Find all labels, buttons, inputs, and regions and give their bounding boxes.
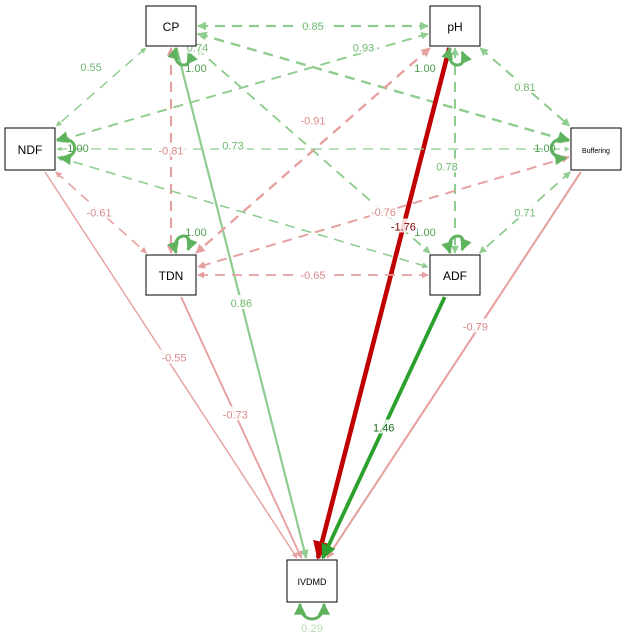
edge-label-cp-adf: 0.73 bbox=[222, 141, 243, 153]
variance-loop-ph bbox=[441, 46, 472, 67]
edge-label-ph-tdn: -0.91 bbox=[300, 116, 325, 128]
edge-buffering-ivdmd bbox=[326, 171, 582, 559]
edge-label-cp-tdn: -0.81 bbox=[158, 146, 183, 158]
edge-label-buffering-adf: 0.71 bbox=[514, 208, 535, 220]
edge-label-bg-tdn-adf bbox=[299, 267, 327, 281]
edge-label-bg-cp-buffering bbox=[349, 39, 378, 54]
edge-label-bg-cp-tdn bbox=[157, 142, 185, 157]
edge-label-bg-cp-ph bbox=[299, 18, 327, 32]
edge-label-bg-buffering-ivdmd bbox=[461, 318, 490, 333]
variance-layer: 1.00 1.00 1.00 1.00 1.00 1.00 0.29 bbox=[55, 46, 571, 635]
variance-loop-adf bbox=[441, 234, 472, 255]
variance-label-ivdmd: 0.29 bbox=[301, 623, 322, 635]
node-adf[interactable]: ADF bbox=[429, 254, 481, 296]
variance-loop-buffering bbox=[549, 131, 571, 166]
edge-label-tdn-ivdmd: -0.73 bbox=[223, 409, 248, 421]
edge-label-bg-cp-ivdmd bbox=[227, 295, 256, 309]
variance-label-ndf: 1.00 bbox=[67, 143, 88, 155]
edge-label-adf-ivdmd: 1.46 bbox=[373, 423, 394, 435]
edge-label-bg-ph-ivdmd bbox=[389, 218, 418, 233]
edge-label-cp-ndf: 0.55 bbox=[80, 62, 101, 74]
nodes-layer: CP pH NDF Buffering TDN ADF IVDMD bbox=[4, 5, 622, 603]
edge-labels-layer: 0.850.55-0.810.930.730.860.740.81-0.910.… bbox=[77, 18, 539, 435]
variance-label-tdn: 1.00 bbox=[185, 227, 206, 239]
edge-label-ph-ivdmd: -1.76 bbox=[391, 222, 416, 234]
edge-label-ph-buffering: 0.81 bbox=[514, 82, 535, 94]
edge-label-bg-buffering-tdn bbox=[369, 204, 398, 218]
edge-label-ndf-tdn: -0.61 bbox=[87, 208, 112, 220]
variance-label-cp: 1.00 bbox=[185, 63, 206, 75]
edge-label-bg-cp-adf bbox=[219, 137, 247, 152]
edge-label-tdn-adf: -0.65 bbox=[300, 270, 325, 282]
edge-label-bg-ndf-tdn bbox=[85, 204, 114, 219]
edge-ndf-ivdmd bbox=[44, 171, 298, 559]
node-cp[interactable]: CP bbox=[145, 5, 197, 47]
variance-loop-ivdmd bbox=[294, 602, 330, 621]
edges-layer bbox=[44, 21, 582, 560]
node-tdn[interactable]: TDN bbox=[145, 254, 197, 296]
edge-label-bg-cp-ndf bbox=[77, 59, 106, 73]
node-ivdmd[interactable]: IVDMD bbox=[286, 559, 338, 603]
edge-label-bg-ndf-ivdmd bbox=[159, 349, 188, 364]
edge-label-buffering-tdn: -0.76 bbox=[371, 207, 396, 219]
edge-label-buffering-ivdmd: -0.79 bbox=[463, 321, 488, 333]
node-ivdmd-label: IVDMD bbox=[298, 577, 328, 587]
edge-label-bg-adf-ivdmd bbox=[369, 419, 398, 434]
variance-loop-ndf bbox=[55, 131, 77, 166]
edge-label-bg-ph-buffering bbox=[510, 79, 539, 93]
variance-label-buffering: 1.00 bbox=[534, 143, 555, 155]
node-ph[interactable]: pH bbox=[429, 5, 481, 47]
edge-ph-ivdmd bbox=[313, 47, 452, 560]
edge-label-cp-ivdmd: 0.86 bbox=[231, 298, 252, 310]
edge-label-cp-ph: 0.85 bbox=[302, 21, 323, 33]
node-buffering[interactable]: Buffering bbox=[570, 127, 622, 171]
variance-label-adf: 1.00 bbox=[414, 227, 435, 239]
node-ndf-label: NDF bbox=[18, 143, 43, 157]
node-cp-label: CP bbox=[163, 20, 180, 34]
node-buffering-label: Buffering bbox=[582, 148, 610, 155]
node-ph-label: pH bbox=[447, 20, 462, 34]
edge-label-ndf-ivdmd: -0.55 bbox=[161, 352, 186, 364]
node-tdn-label: TDN bbox=[159, 269, 184, 283]
node-ndf[interactable]: NDF bbox=[4, 127, 56, 171]
edge-label-cp-buffering: 0.93 bbox=[353, 43, 374, 55]
edge-label-bg-ph-tdn bbox=[299, 112, 327, 127]
variance-loop-tdn bbox=[167, 234, 198, 255]
variance-loop-cp bbox=[167, 46, 198, 67]
edge-label-bg-buffering-adf bbox=[510, 204, 539, 219]
variance-label-ph: 1.00 bbox=[414, 63, 435, 75]
edge-tdn-ivdmd bbox=[180, 296, 303, 559]
edge-label-bg-tdn-ivdmd bbox=[221, 406, 250, 421]
node-adf-label: ADF bbox=[443, 269, 467, 283]
edge-label-bg-ph-adf bbox=[433, 158, 461, 173]
edge-label-ph-adf: 0.78 bbox=[436, 162, 457, 174]
